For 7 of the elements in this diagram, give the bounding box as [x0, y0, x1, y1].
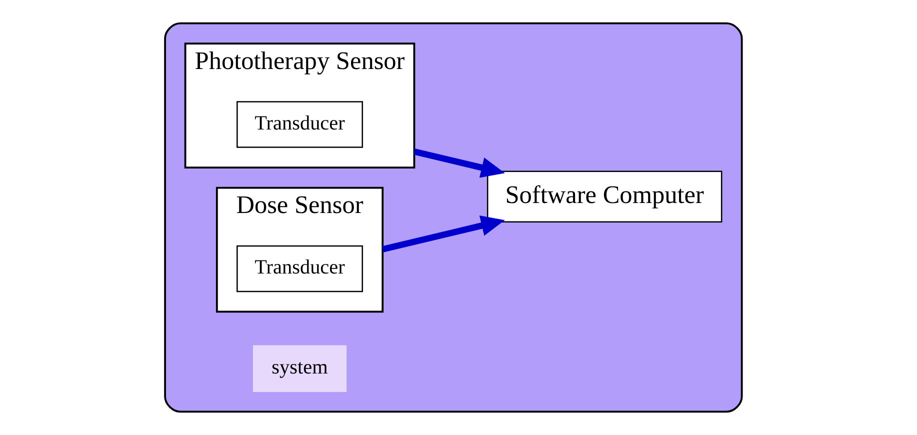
cluster [164, 22, 743, 413]
arrow [414, 148, 505, 178]
node-box: Transducer [236, 101, 363, 148]
arrow [382, 216, 505, 252]
node-box: system [252, 345, 347, 392]
node-box: Software Computer [486, 170, 722, 223]
node-box: Transducer [236, 245, 363, 292]
